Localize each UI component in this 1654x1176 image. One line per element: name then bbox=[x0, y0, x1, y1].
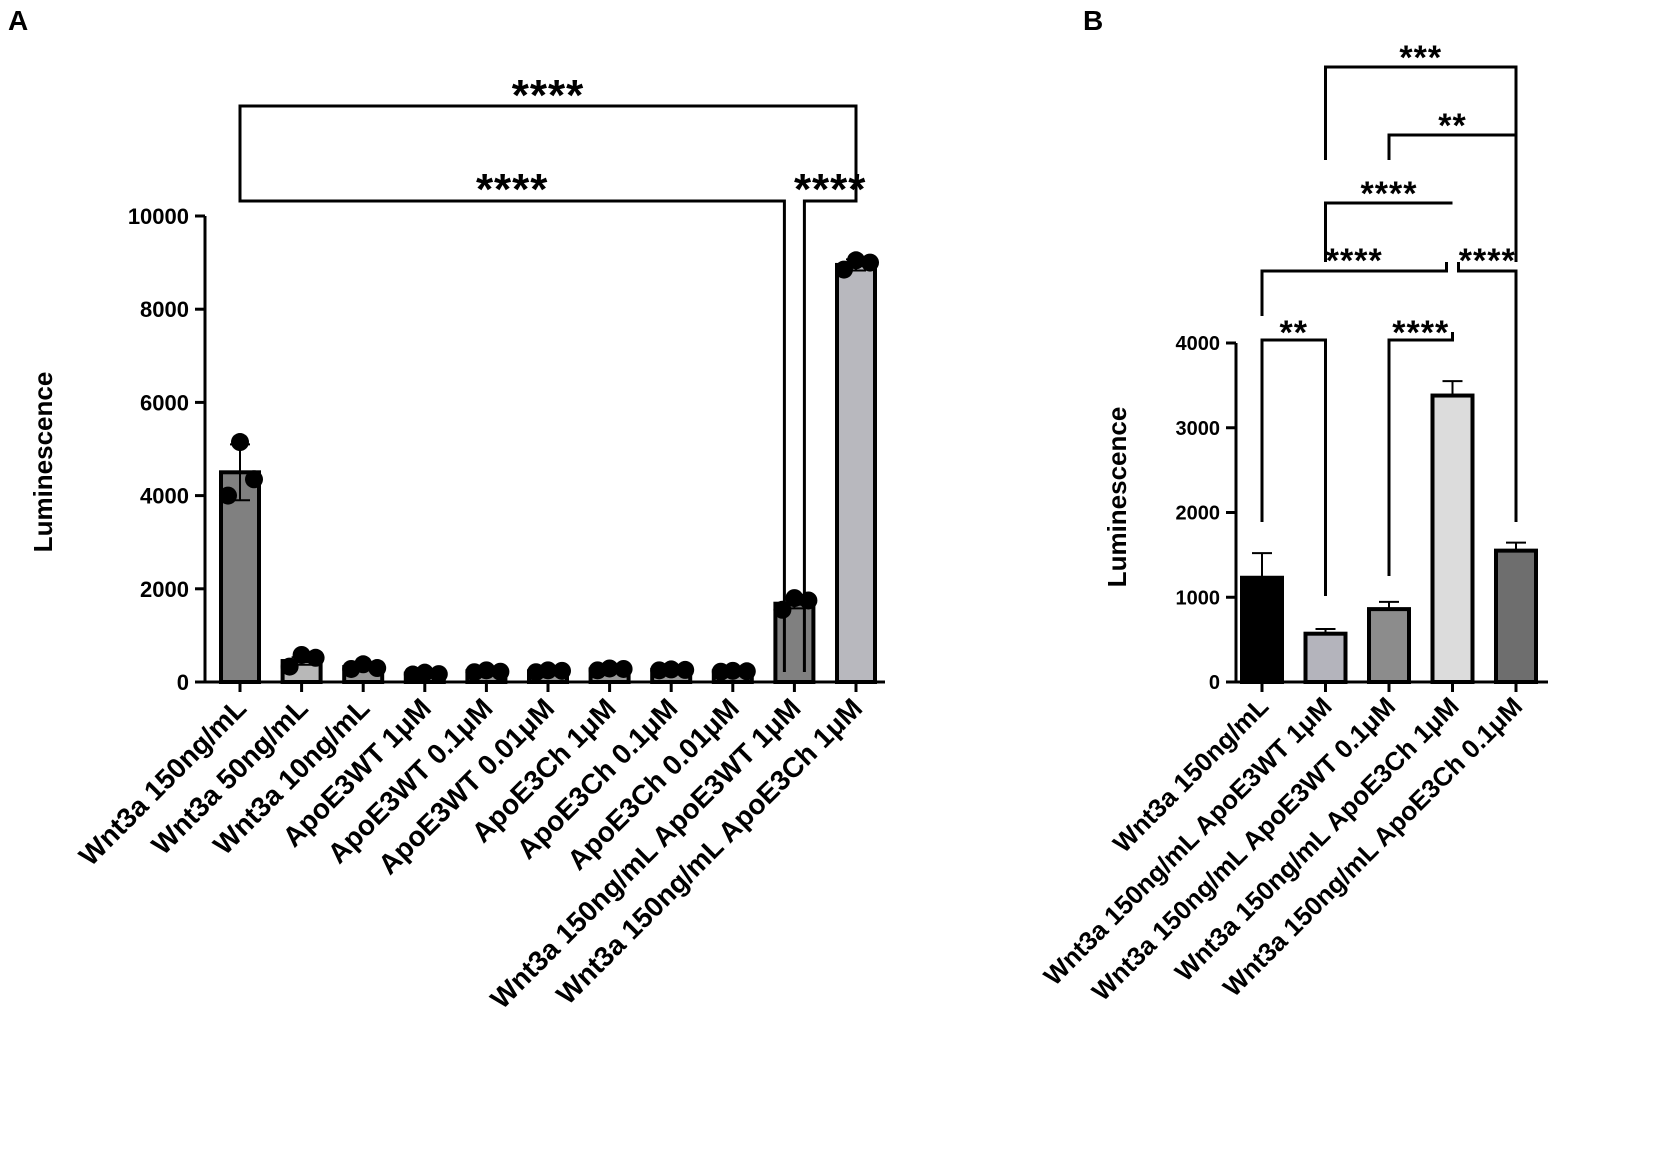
panel-b-label: B bbox=[1083, 5, 1103, 36]
data-point bbox=[650, 661, 669, 680]
data-point bbox=[429, 665, 448, 684]
data-point bbox=[553, 661, 571, 680]
data-point bbox=[861, 253, 879, 272]
panel-a-y-axis-label: Luminescence bbox=[28, 372, 58, 553]
significance-label: **** bbox=[1361, 175, 1418, 213]
data-point bbox=[245, 470, 263, 489]
significance-label: *** bbox=[1399, 39, 1442, 77]
y-tick-label: 6000 bbox=[140, 390, 189, 415]
significance-bracket bbox=[1387, 332, 1454, 576]
significance-label: **** bbox=[794, 165, 867, 214]
data-point bbox=[403, 665, 422, 684]
significance-label: **** bbox=[512, 71, 585, 120]
bar bbox=[1240, 575, 1284, 685]
data-point bbox=[799, 591, 818, 610]
data-point bbox=[676, 660, 695, 679]
panel-a-label: A bbox=[8, 5, 28, 36]
data-point bbox=[614, 659, 633, 678]
significance-bracket bbox=[1324, 201, 1453, 262]
y-tick-label: 0 bbox=[1209, 672, 1220, 694]
bar bbox=[773, 601, 816, 684]
bar bbox=[835, 262, 877, 684]
y-tick-label: 0 bbox=[177, 670, 189, 695]
significance-bracket bbox=[1457, 262, 1518, 522]
y-tick-label: 10000 bbox=[128, 204, 189, 229]
data-point bbox=[773, 600, 792, 619]
y-tick-label: 2000 bbox=[1176, 503, 1221, 525]
y-tick-label: 4000 bbox=[140, 484, 189, 509]
data-point bbox=[292, 645, 311, 664]
data-point bbox=[231, 433, 249, 452]
significance-label: **** bbox=[1392, 314, 1449, 352]
data-point bbox=[368, 659, 387, 678]
significance-label: ** bbox=[1438, 107, 1466, 145]
bar bbox=[1430, 393, 1475, 684]
significance-bracket bbox=[1324, 65, 1518, 262]
panel-b-y-axis-label: Luminescence bbox=[1102, 407, 1132, 588]
significance-bracket bbox=[1260, 338, 1327, 596]
data-point bbox=[306, 648, 325, 667]
data-point bbox=[465, 663, 484, 682]
bar bbox=[219, 470, 261, 684]
y-tick-label: 1000 bbox=[1176, 587, 1221, 609]
data-point bbox=[342, 659, 361, 678]
y-tick-label: 8000 bbox=[140, 297, 189, 322]
significance-label: ** bbox=[1280, 314, 1308, 352]
bar bbox=[1494, 548, 1538, 685]
bar bbox=[1303, 631, 1348, 685]
significance-bracket bbox=[238, 150, 786, 672]
significance-bracket bbox=[1260, 262, 1448, 316]
bar bbox=[1367, 607, 1411, 684]
significance-bracket bbox=[802, 199, 858, 672]
significance-label: **** bbox=[1326, 242, 1383, 280]
data-point bbox=[588, 661, 607, 680]
data-point bbox=[835, 260, 853, 279]
data-point bbox=[785, 589, 804, 608]
significance-label: **** bbox=[476, 165, 549, 214]
significance-bracket bbox=[238, 104, 858, 200]
y-tick-label: 4000 bbox=[1176, 333, 1221, 355]
data-point bbox=[491, 662, 510, 681]
data-point bbox=[711, 662, 730, 681]
data-point bbox=[219, 486, 237, 505]
y-tick-label: 2000 bbox=[140, 577, 189, 602]
data-point bbox=[527, 663, 545, 682]
y-tick-label: 3000 bbox=[1176, 418, 1221, 440]
data-point bbox=[737, 662, 756, 681]
data-point bbox=[280, 657, 299, 676]
significance-label: **** bbox=[1459, 242, 1516, 280]
